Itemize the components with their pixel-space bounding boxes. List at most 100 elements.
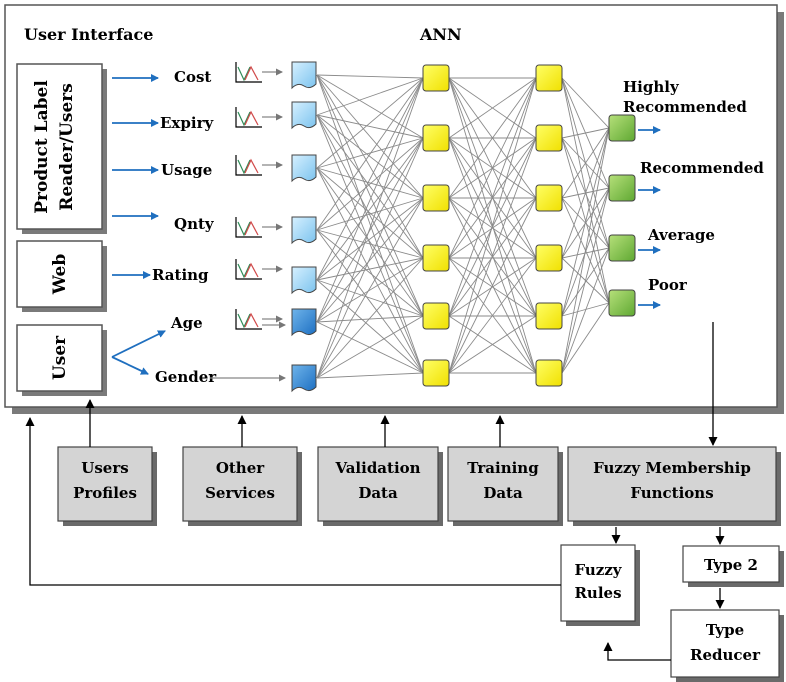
svg-text:Validation: Validation [334,459,420,477]
connection-line [561,127,610,139]
input-node [291,216,317,245]
input-label-rating: Rating [152,266,209,284]
connection-line [316,77,424,281]
user-interface-frame [4,4,778,408]
connection-line [316,167,424,259]
network-nodes [291,61,636,393]
svg-text:Data: Data [358,484,398,502]
connection-line [316,167,424,374]
hidden-node-layer2 [535,244,563,272]
connection-line [316,74,424,317]
connection-line [448,315,537,374]
source-user-label: User [50,335,70,380]
source-user-box: User [16,324,107,396]
output-label-highly-2: Recommended [623,98,747,116]
connection-line [316,197,424,379]
svg-text:Type 2: Type 2 [704,556,758,574]
connection-line [316,137,424,281]
input-label-qnty: Qnty [174,215,215,233]
network-connections [316,74,610,379]
svg-text:Services: Services [205,484,275,502]
hidden-node-layer2 [535,359,563,387]
connection-line [561,187,610,374]
hidden-node-layer1 [422,184,450,212]
connection-line [316,197,424,231]
flow-arrows [25,322,725,661]
connection-line [316,257,424,323]
connection-line [316,167,424,199]
connection-line [448,197,537,317]
svg-text:Training: Training [467,459,539,477]
connection-line [561,127,610,199]
module-fuzzy-membership: Fuzzy Membership Functions [567,446,781,526]
connection-line [316,229,424,259]
connection-line [316,229,424,374]
module-type-reducer: Type Reducer [670,609,784,682]
connection-line [316,114,424,139]
hidden-node-layer1 [422,124,450,152]
connection-line [448,77,537,259]
connection-line [561,77,610,129]
svg-text:Fuzzy Membership: Fuzzy Membership [593,459,751,477]
connection-line [561,302,610,374]
connection-line [561,77,610,304]
connection-line [316,372,424,379]
connection-line [316,114,424,199]
output-node [608,114,636,142]
connection-line [316,167,424,317]
hidden-node-layer1 [422,359,450,387]
connection-line [448,137,537,374]
connection-line [448,77,537,317]
connection-line [316,137,424,231]
connection-line [316,114,424,317]
source-product-label-box: Product Label Reader/Users [16,63,107,234]
svg-text:Other: Other [216,459,265,477]
hidden-node-layer2 [535,184,563,212]
membership-function-icons [235,62,283,330]
connection-line [316,137,424,379]
input-label-cost: Cost [174,68,211,86]
connection-line [316,197,424,323]
input-label-usage: Usage [161,161,212,179]
svg-text:Type: Type [706,621,744,639]
input-node [291,308,317,337]
connection-line [448,257,537,317]
connection-line [316,279,424,317]
svg-text:Reducer: Reducer [690,646,761,664]
connection-line [316,77,424,231]
output-label-average: Average [647,226,715,244]
svg-text:Profiles: Profiles [73,484,137,502]
source-web-label: Web [50,254,70,296]
membership-function-icon [235,155,283,176]
ann-label: ANN [419,25,462,44]
output-node [608,289,636,317]
connection-line [561,127,610,374]
connection-line [448,77,537,139]
module-validation-data: Validation Data [317,446,443,526]
membership-function-icon [235,217,283,238]
connection-line [316,137,424,323]
connection-line [316,77,424,379]
ui-title: User Interface [24,25,153,44]
connection-line [316,77,424,116]
hidden-node-layer1 [422,302,450,330]
membership-function-icon [235,309,283,330]
module-type2: Type 2 [682,545,784,587]
source-product-line1: Product Label [32,80,52,214]
input-node [291,61,317,90]
connection-line [316,315,424,379]
svg-text:Users: Users [81,459,128,477]
input-label-age: Age [170,314,203,332]
connection-line [561,127,610,317]
connection-line [316,114,424,259]
output-label-highly-1: Highly [623,78,680,96]
connection-line [316,197,424,281]
membership-function-icon [235,259,283,280]
connection-line [316,77,424,169]
membership-function-icon [235,62,283,83]
hidden-node-layer1 [422,244,450,272]
source-product-line2: Reader/Users [57,83,77,211]
hidden-node-layer1 [422,64,450,92]
connection-line [316,257,424,379]
source-arrows [111,74,166,375]
